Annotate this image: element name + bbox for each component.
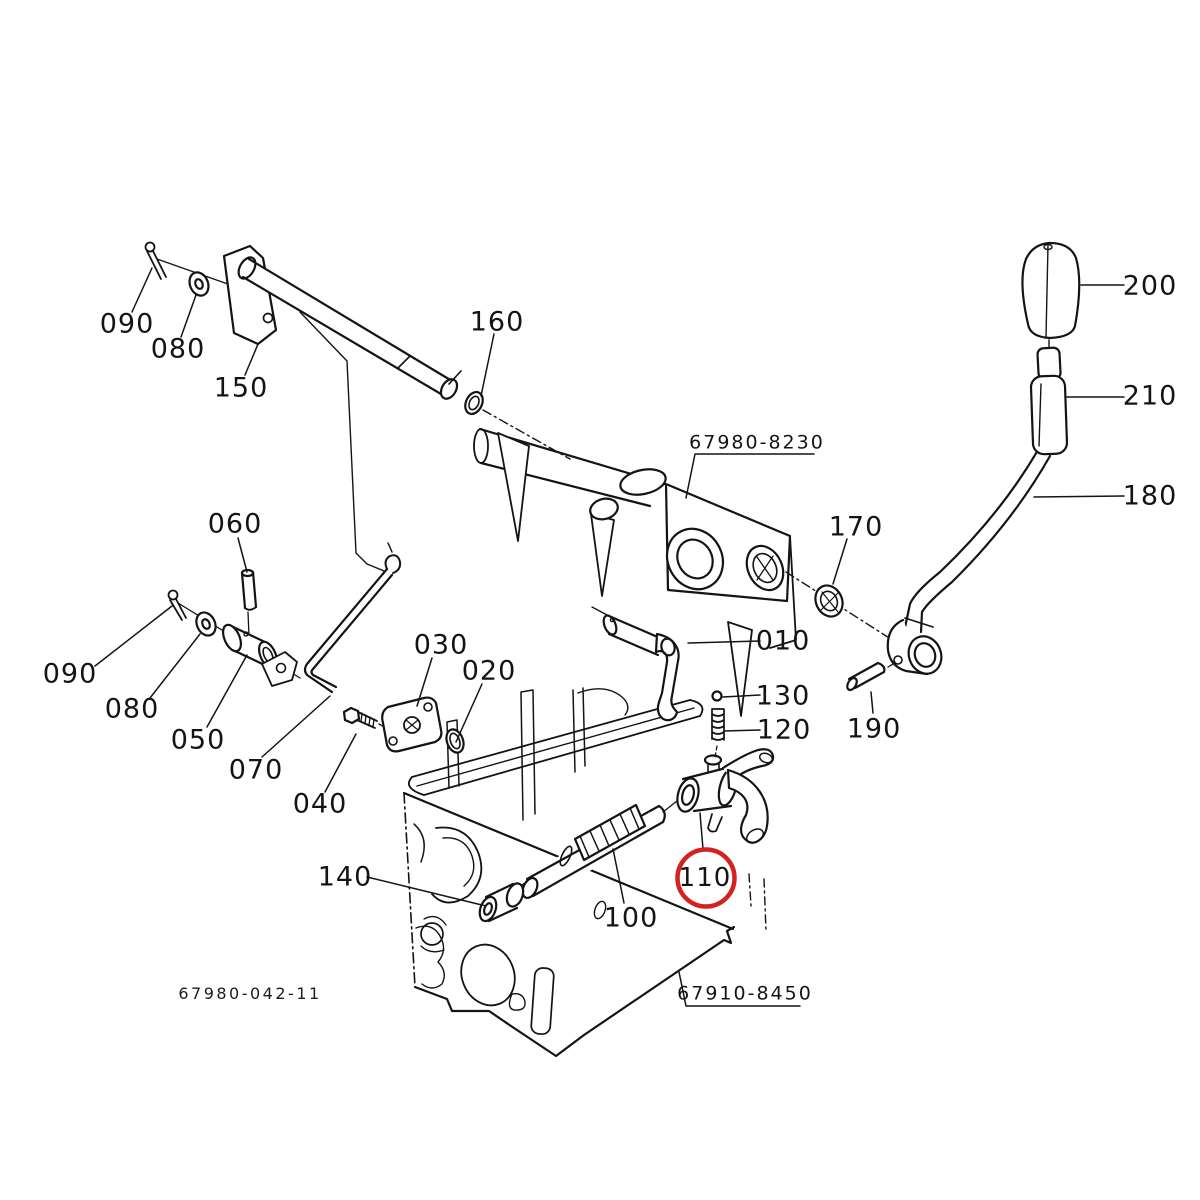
part-050-joint [219, 622, 297, 686]
housing-67980-8230 [474, 429, 796, 716]
callout-170: 170 [828, 511, 884, 543]
part-010-arm [592, 607, 679, 720]
callout-050: 050 [170, 724, 226, 756]
part-180-lever [888, 450, 1050, 678]
part-060-pin [242, 570, 256, 636]
callout-180: 180 [1122, 480, 1178, 512]
callout-120: 120 [756, 714, 812, 746]
axis-line-160 [483, 410, 570, 459]
leader-lines [95, 268, 1124, 1006]
callout-200: 200 [1122, 270, 1178, 302]
part-number-transmission-case: 67910-8450 [677, 982, 813, 1005]
callout-100: 100 [603, 902, 659, 934]
callout-140: 140 [317, 861, 373, 893]
part-070-rod [305, 543, 400, 692]
part-160-snap-ring [462, 389, 486, 417]
callout-110-highlighted: 110 [678, 863, 732, 893]
callout-160: 160 [469, 306, 525, 338]
part-120-spring [712, 709, 724, 757]
callout-150: 150 [213, 372, 269, 404]
callout-190: 190 [846, 713, 902, 745]
part-210-grip [1031, 347, 1068, 454]
part-110-shift-fork [674, 749, 774, 846]
callout-080-mid: 080 [104, 693, 160, 725]
part-090-cotter-pin-mid [169, 591, 187, 621]
callout-210: 210 [1122, 380, 1178, 412]
callout-030: 030 [413, 629, 469, 661]
callout-130: 130 [755, 680, 811, 712]
callout-040: 040 [292, 788, 348, 820]
part-100-shift-rail [520, 801, 677, 901]
callout-020: 020 [461, 655, 517, 687]
part-140-bushing [477, 881, 526, 923]
part-090-cotter-pin-top [146, 243, 167, 280]
highlight-circle-110 [678, 850, 735, 907]
callout-090-mid: 090 [42, 658, 98, 690]
part-130-ball [713, 692, 722, 701]
callout-010: 010 [755, 625, 811, 657]
part-170-washer [810, 581, 847, 621]
callout-060: 060 [207, 508, 263, 540]
drawing-number: 67980-042-11 [178, 984, 322, 1003]
callout-090-top: 090 [99, 308, 155, 340]
callout-080-top: 080 [150, 333, 206, 365]
part-150-shift-arm [224, 246, 461, 571]
part-080-washer-top [186, 270, 212, 299]
callout-070: 070 [228, 754, 284, 786]
part-200-knob [1022, 243, 1079, 348]
part-030-plate [382, 698, 441, 752]
part-080-washer-mid [193, 609, 219, 638]
part-number-shift-housing: 67980-8230 [689, 431, 825, 454]
part-190-pin [845, 660, 900, 692]
